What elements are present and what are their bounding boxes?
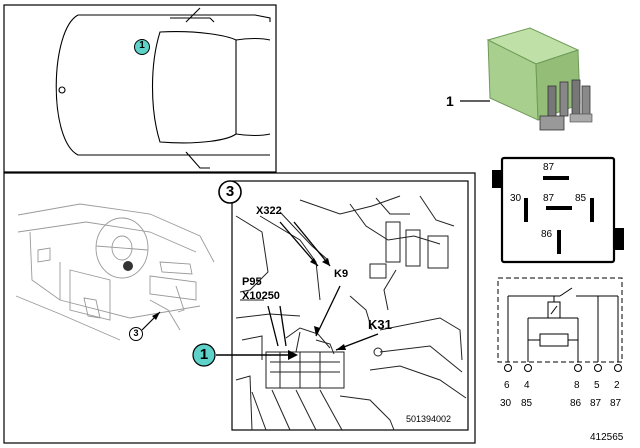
detail-view-number: 3: [225, 183, 235, 200]
circuit-terminal: 85: [521, 398, 533, 409]
circuit-terminal: 87: [590, 398, 602, 409]
dashboard-illustration: [15, 203, 215, 341]
callout-relay-number: 1: [446, 93, 454, 109]
circuit-pin-number: 5: [594, 380, 600, 391]
steering-hub: [123, 261, 133, 271]
pinout-86: 86: [541, 229, 553, 240]
callout-detail-number: 1: [199, 346, 209, 363]
detail-pointer-arrow: [288, 350, 298, 360]
relay-circuit-schematic: [497, 277, 623, 372]
diagram-id: 412565: [590, 432, 624, 443]
label-x322: X322: [256, 205, 282, 217]
circuit-pin-number: 2: [614, 380, 620, 391]
callout-circle-car: [134, 39, 150, 55]
callout-circle-dash: [129, 327, 143, 341]
car-top-outline: [55, 7, 271, 169]
car-view-frame: [3, 4, 277, 173]
circuit-terminal: 87: [610, 398, 622, 409]
pinout-87-top: 87: [543, 162, 555, 173]
interior-view-frame: [3, 172, 476, 444]
label-x10250: X10250: [242, 290, 280, 302]
dash-callout-number: 3: [133, 328, 139, 338]
circuit-terminal: 30: [500, 398, 512, 409]
callout-circle-detail: [192, 343, 216, 367]
circuit-pin-number: 4: [524, 380, 530, 391]
arrowhead: [322, 258, 330, 266]
relay-image: [486, 27, 593, 131]
relay-pinout-box: [492, 156, 624, 264]
detail-image-code: 501394002: [406, 414, 452, 424]
circuit-pin-number: 8: [574, 380, 580, 391]
label-k9: K9: [334, 268, 349, 280]
pinout-87-mid: 87: [543, 193, 555, 204]
circuit-terminal: 86: [570, 398, 582, 409]
detail-view-frame: [231, 180, 469, 431]
label-k31: K31: [368, 317, 392, 332]
pinout-85: 85: [575, 193, 587, 204]
arrowhead: [336, 344, 346, 350]
callout-car-number: 1: [139, 40, 145, 51]
label-p95: P95: [242, 276, 262, 288]
arrowhead: [310, 258, 318, 266]
wiring-detail-illustration: [235, 195, 467, 431]
callout-circle-detail-view: [218, 180, 242, 204]
circuit-pin-number: 6: [504, 380, 510, 391]
arrowhead: [314, 326, 320, 336]
dash-pointer-arrow: [152, 312, 160, 320]
pinout-30: 30: [510, 193, 522, 204]
